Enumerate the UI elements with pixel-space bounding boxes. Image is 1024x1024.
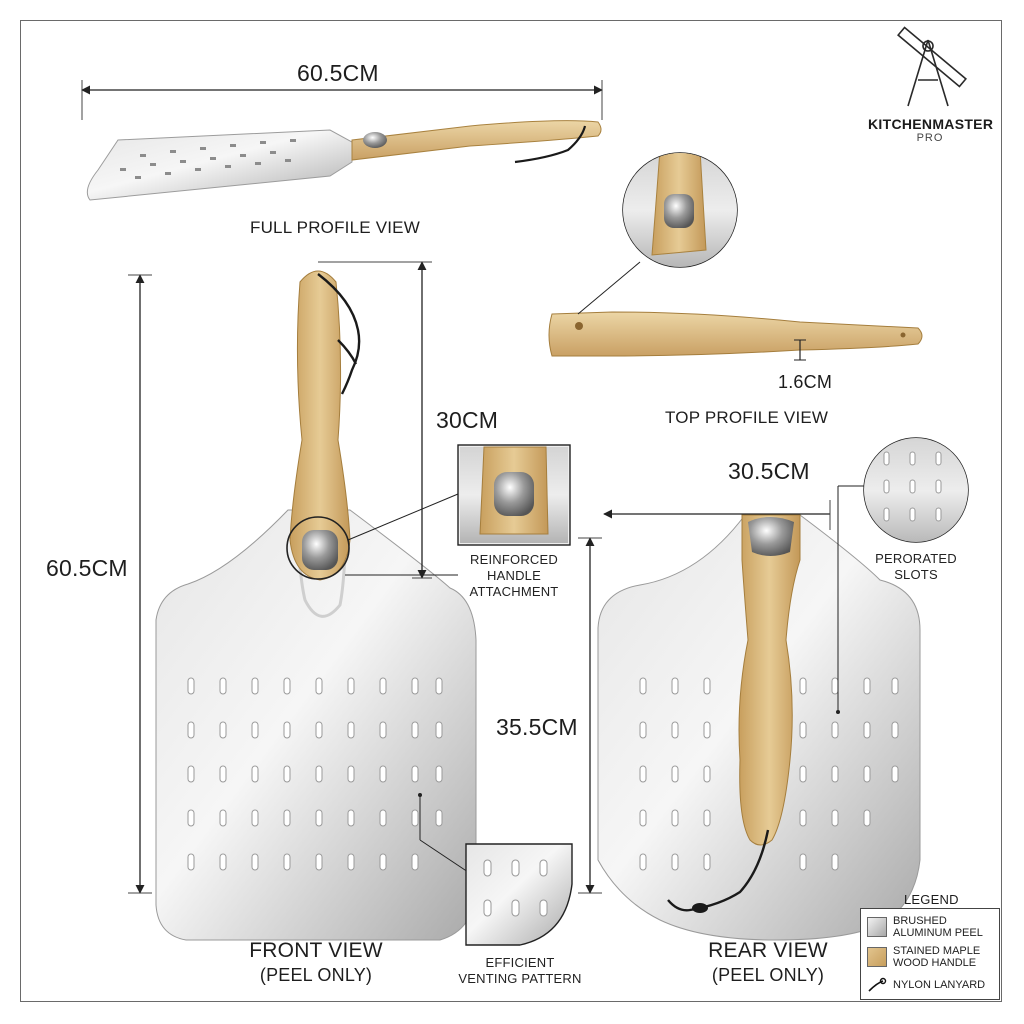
- side-length-label: 60.5CM: [46, 555, 128, 581]
- legend-label-line: ALUMINUM PEEL: [893, 927, 983, 939]
- legend-label-line: BRUSHED: [893, 915, 947, 927]
- front-view: [128, 261, 477, 941]
- legend-label-line: STAINED MAPLE: [893, 945, 981, 957]
- rear-view-title: REAR VIEW (PEEL ONLY): [690, 938, 846, 988]
- rear-view: [578, 437, 969, 941]
- callout-line: ATTACHMENT: [469, 584, 559, 599]
- rear-view-title-line2: (PEEL ONLY): [711, 965, 825, 985]
- peel-width-label: 30.5CM: [728, 458, 810, 484]
- full-profile-view: [81, 80, 603, 201]
- overall-length-label: 60.5CM: [297, 60, 379, 86]
- compass-ruler-icon: [897, 26, 967, 107]
- front-view-title-line2: (PEEL ONLY): [259, 965, 373, 985]
- legend-item-aluminum: BRUSHED ALUMINUM PEEL: [867, 915, 983, 939]
- brand-name: KITCHENMASTER: [868, 116, 994, 132]
- legend-item-label: NYLON LANYARD: [893, 979, 986, 991]
- rear-view-title-line1: REAR VIEW: [708, 939, 828, 962]
- legend-label-line: WOOD HANDLE: [893, 957, 977, 969]
- diagram-frame: [20, 20, 1002, 1002]
- aluminum-swatch: [867, 917, 887, 937]
- legend-item-lanyard: NYLON LANYARD: [867, 977, 985, 993]
- legend-box: BRUSHED ALUMINUM PEEL STAINED MAPLE WOOD…: [860, 908, 1000, 1000]
- top-profile-view: [548, 152, 923, 361]
- handle-length-label: 30CM: [436, 407, 499, 433]
- callout-line: REINFORCED: [470, 552, 558, 567]
- callout-line: HANDLE: [487, 568, 541, 583]
- legend-item-label: BRUSHED ALUMINUM PEEL: [893, 915, 983, 939]
- front-view-title: FRONT VIEW (PEEL ONLY): [236, 938, 396, 988]
- reinforced-attachment-inset: [457, 444, 571, 546]
- venting-pattern-callout: EFFICIENT VENTING PATTERN: [452, 955, 588, 987]
- front-view-title-line1: FRONT VIEW: [249, 939, 383, 962]
- callout-line: VENTING PATTERN: [458, 971, 582, 986]
- reinforced-attachment-callout: REINFORCED HANDLE ATTACHMENT: [458, 552, 570, 600]
- brand-logo: KITCHENMASTER PRO: [868, 116, 994, 144]
- peel-length-label: 35.5CM: [496, 714, 578, 740]
- callout-line: PERORATED: [875, 551, 957, 566]
- full-profile-view-title: FULL PROFILE VIEW: [250, 218, 420, 237]
- handle-thickness-label: 1.6CM: [778, 372, 833, 392]
- lanyard-icon: [868, 977, 887, 992]
- callout-line: EFFICIENT: [485, 955, 555, 970]
- top-profile-view-title: TOP PROFILE VIEW: [665, 408, 829, 427]
- legend-item-label: STAINED MAPLE WOOD HANDLE: [893, 945, 980, 969]
- legend-title: LEGEND: [904, 892, 959, 907]
- wood-swatch: [867, 947, 887, 967]
- legend-item-wood: STAINED MAPLE WOOD HANDLE: [867, 945, 980, 969]
- perforated-slots-callout: PERORATED SLOTS: [866, 551, 966, 583]
- callout-line: SLOTS: [894, 567, 938, 582]
- brand-sub: PRO: [916, 132, 944, 144]
- venting-pattern-inset: [465, 843, 573, 946]
